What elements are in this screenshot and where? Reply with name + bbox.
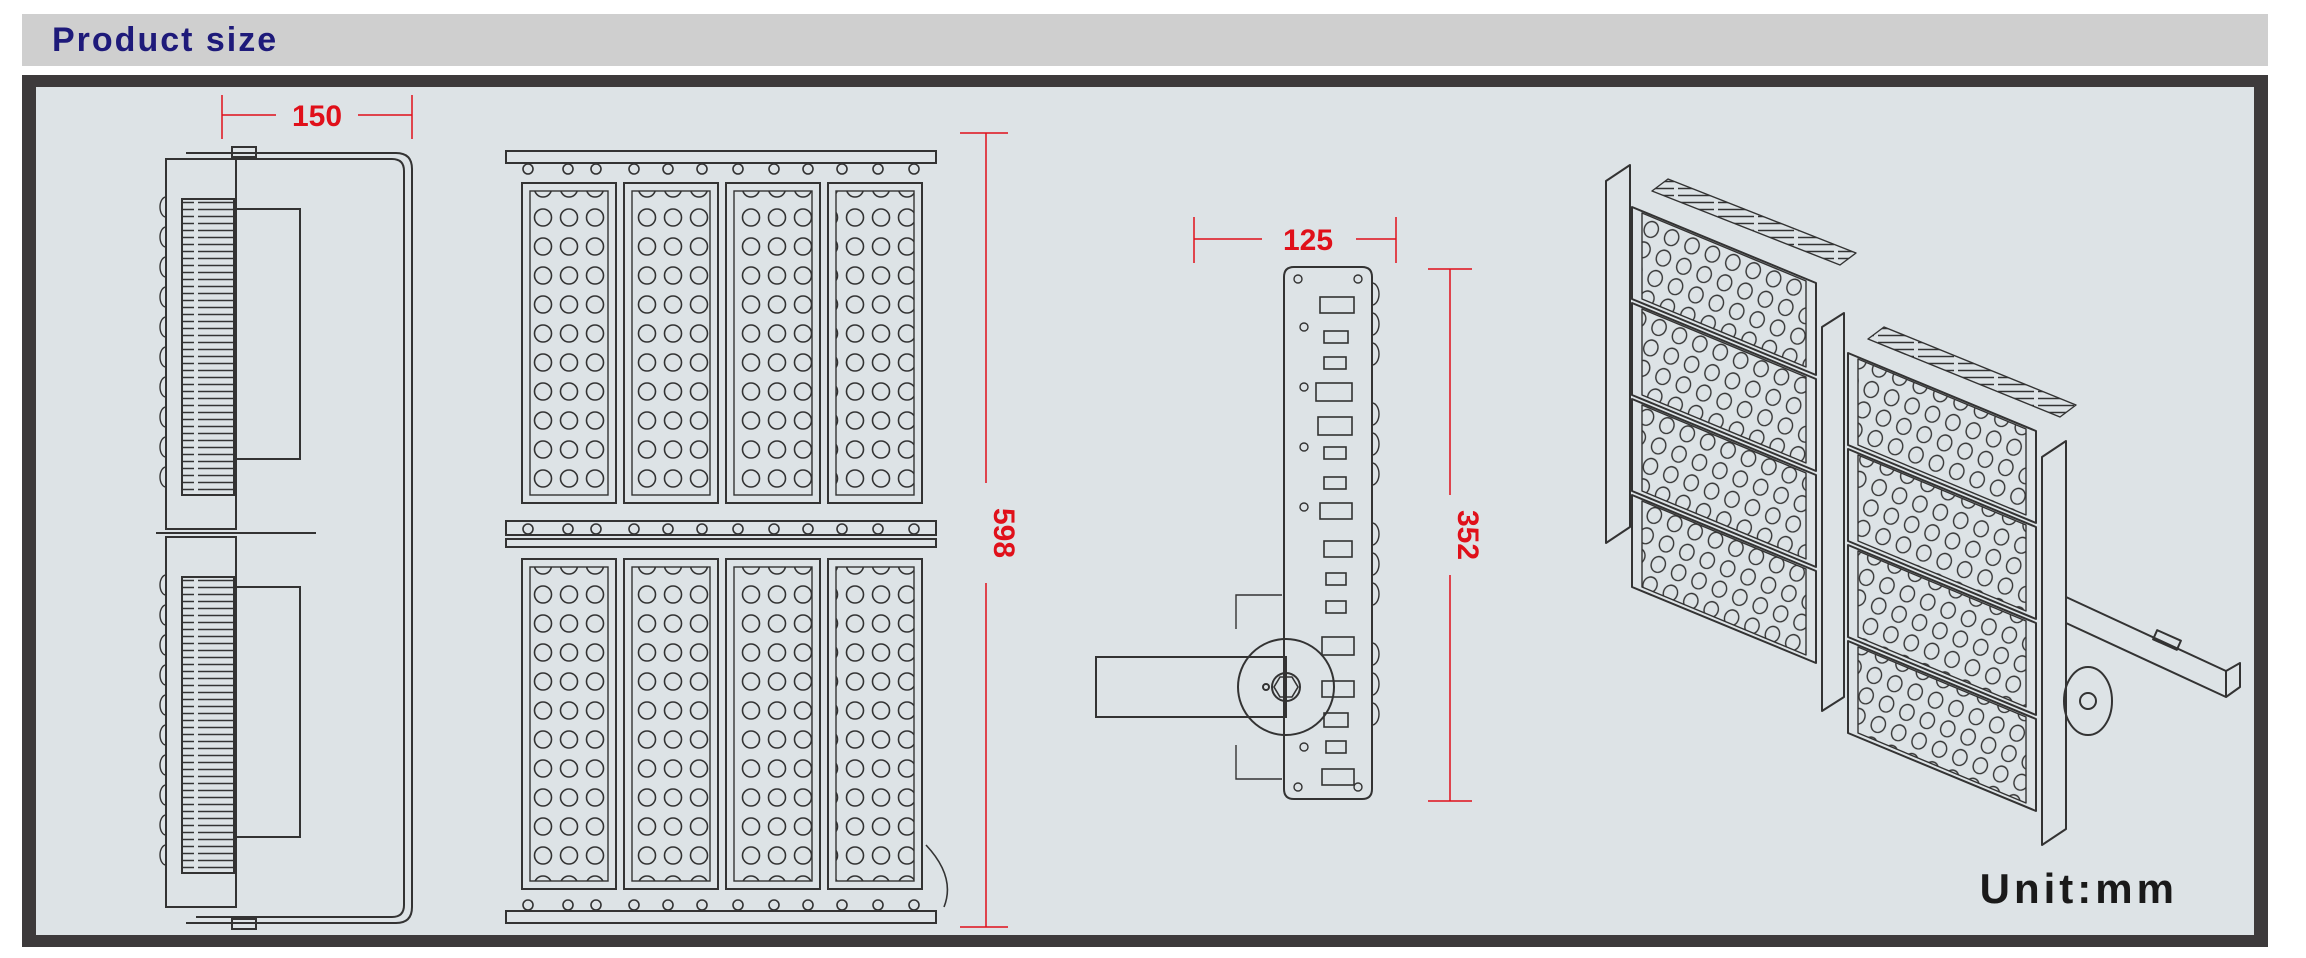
- drawing-panel: 150: [36, 87, 2254, 935]
- page-title: Product size: [52, 21, 279, 59]
- drawing-frame: 150: [22, 75, 2268, 947]
- header-bar: Product size: [22, 14, 2268, 66]
- unit-separator: :: [2077, 865, 2096, 912]
- dimension-598: 598: [987, 508, 1020, 558]
- front-view: [505, 132, 1008, 928]
- bracket-view: [1095, 217, 1472, 802]
- unit-label: Unit:mm: [1980, 865, 2178, 913]
- isometric-view: [1605, 164, 2241, 846]
- dimension-150: 150: [292, 100, 342, 133]
- dimension-125: 125: [1283, 224, 1333, 257]
- side-view: [156, 95, 413, 930]
- dimension-352: 352: [1451, 510, 1484, 560]
- technical-drawing: 150: [156, 95, 2241, 930]
- unit-text: Unit: [1979, 865, 2078, 912]
- unit-value: mm: [2095, 865, 2178, 912]
